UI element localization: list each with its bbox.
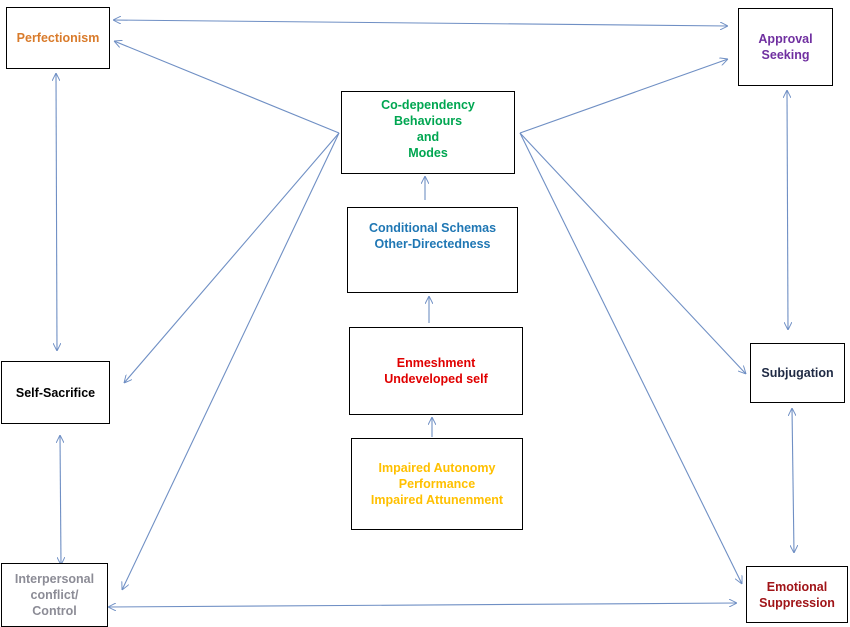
node-label-line: Control <box>32 604 77 618</box>
node-label-line: Modes <box>408 146 448 160</box>
node-label-line: and <box>416 130 440 144</box>
node-label-line: Perfectionism <box>16 31 100 45</box>
node-label-line: Enmeshment <box>396 356 476 370</box>
node-label-line: Impaired Attunenment <box>370 493 504 507</box>
node-label-line: Behaviours <box>393 114 463 128</box>
node-label-line: Self-Sacrifice <box>15 385 96 400</box>
arrow-approval-subjugation <box>787 90 788 330</box>
node-label-line: Performance <box>398 477 476 491</box>
node-label-line: conflict/ <box>30 588 79 602</box>
node-label-line: Interpersonal <box>14 572 95 586</box>
node-label-line: Seeking <box>761 48 810 62</box>
node-label-line: Approval <box>758 32 813 46</box>
subjugation-node: Subjugation <box>750 343 845 403</box>
arrow-codependency-to-selfsacrifice <box>124 132 340 383</box>
node-label-line: Conditional Schemas <box>368 221 497 235</box>
arrow-interpersonal-emotional <box>108 603 737 607</box>
arrow-codependency-to-perfectionism <box>114 41 340 134</box>
node-label-line: Emotional <box>766 579 828 594</box>
arrow-subjugation-emotional <box>792 408 794 553</box>
node-label-line: Undeveloped self <box>384 372 488 386</box>
node-label-line: Suppression <box>759 595 835 610</box>
arrow-perfectionism-approval <box>113 20 728 26</box>
interpersonal-conflict-node: Interpersonal conflict/Control <box>1 563 108 627</box>
node-label-line: Impaired Autonomy <box>378 461 496 475</box>
perfectionism-node: Perfectionism <box>6 7 110 69</box>
node-label-line: Co-dependency <box>381 98 475 112</box>
arrow-selfsacrifice-interpersonal <box>60 435 61 565</box>
self-sacrifice-node: Self-Sacrifice <box>1 361 110 424</box>
node-label-line: Subjugation <box>761 366 834 380</box>
arrow-codependency-to-interpersonal <box>122 132 340 590</box>
node-label-line: Other-Directedness <box>374 237 491 251</box>
arrow-codependency-to-emotional <box>519 132 742 584</box>
arrow-codependency-to-approval <box>519 59 728 134</box>
arrow-codependency-to-subjugation <box>519 132 746 374</box>
arrow-perfectionism-selfsacrifice <box>56 73 57 351</box>
